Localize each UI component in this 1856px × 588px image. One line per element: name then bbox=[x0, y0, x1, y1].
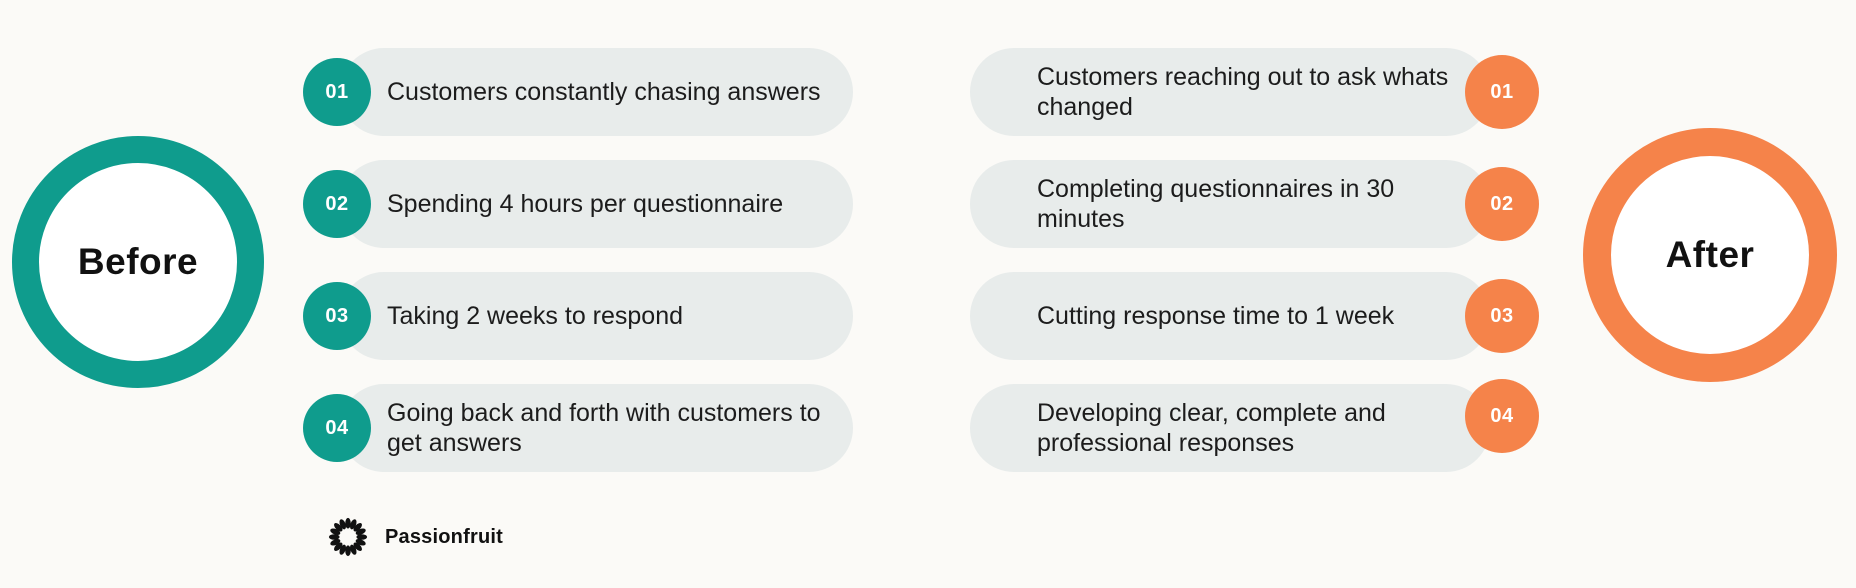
before-item-text: Taking 2 weeks to respond bbox=[387, 302, 684, 330]
after-item-text: Cutting response time to 1 week bbox=[1037, 302, 1395, 330]
before-number-badge-3: 03 bbox=[303, 282, 371, 350]
after-circle: After bbox=[1583, 128, 1837, 382]
before-circle: Before bbox=[12, 136, 264, 388]
before-number-badge-4: 04 bbox=[303, 394, 371, 462]
before-item-text: Spending 4 hours per questionnaire bbox=[387, 190, 784, 218]
after-item-text: Developing clear, complete and professio… bbox=[1037, 399, 1386, 457]
after-pill-1: Customers reaching out to ask whats chan… bbox=[970, 48, 1490, 136]
before-pill-4: Going back and forth with customers to g… bbox=[340, 384, 853, 472]
after-pill-3: Cutting response time to 1 week bbox=[970, 272, 1490, 360]
before-number-badge-2: 02 bbox=[303, 170, 371, 238]
before-pill-3: Taking 2 weeks to respond bbox=[340, 272, 853, 360]
before-number-badge-1: 01 bbox=[303, 58, 371, 126]
before-pill-2: Spending 4 hours per questionnaire bbox=[340, 160, 853, 248]
after-number-badge-4: 04 bbox=[1465, 379, 1539, 453]
after-item-text: Completing questionnaires in 30 minutes bbox=[1037, 175, 1395, 233]
after-number-badge-3: 03 bbox=[1465, 279, 1539, 353]
before-pill-1: Customers constantly chasing answers bbox=[340, 48, 853, 136]
after-pill-2: Completing questionnaires in 30 minutes bbox=[970, 160, 1490, 248]
after-label: After bbox=[1665, 234, 1755, 275]
brand-footer: Passionfruit bbox=[327, 516, 503, 558]
before-item-text: Going back and forth with customers to g… bbox=[387, 399, 821, 457]
brand-name: Passionfruit bbox=[385, 525, 503, 548]
before-item-text: Customers constantly chasing answers bbox=[387, 78, 821, 106]
petal-ring-icon bbox=[328, 517, 368, 557]
after-pill-4: Developing clear, complete and professio… bbox=[970, 384, 1490, 472]
after-item-text: Customers reaching out to ask whats chan… bbox=[1037, 63, 1449, 121]
after-number-badge-1: 01 bbox=[1465, 55, 1539, 129]
before-label: Before bbox=[77, 241, 199, 282]
after-number-badge-2: 02 bbox=[1465, 167, 1539, 241]
